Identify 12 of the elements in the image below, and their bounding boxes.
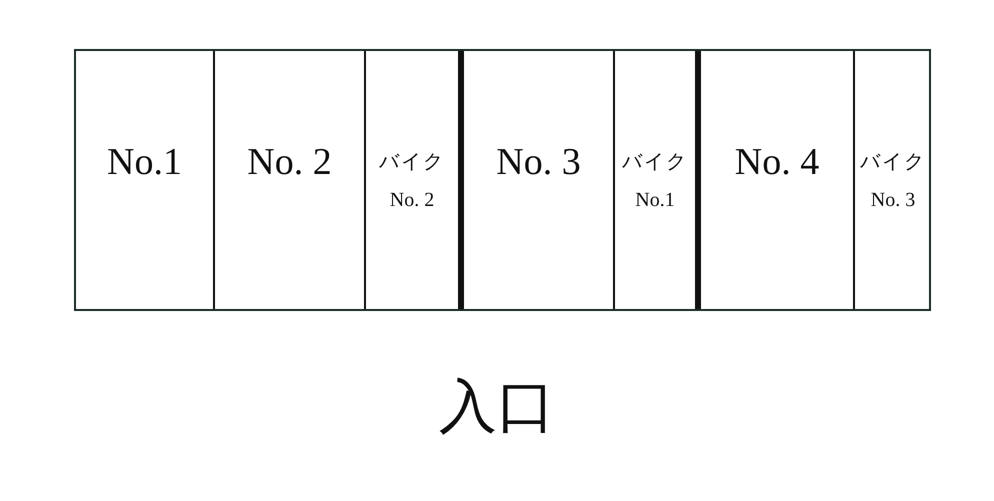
- space-label: バイク: [622, 150, 688, 175]
- space-label: No. 2: [247, 140, 332, 184]
- space-label: No. 2: [390, 189, 434, 212]
- entrance-label: 入口: [439, 374, 555, 439]
- space-label: No. 3: [870, 189, 916, 212]
- space-label: No.1: [635, 189, 675, 212]
- parking-lot-outline: [74, 49, 931, 311]
- space-label: No. 3: [496, 140, 581, 184]
- space-label: No. 4: [734, 140, 820, 184]
- space-label: No.1: [107, 140, 182, 184]
- space-label: バイク: [379, 150, 445, 175]
- space-label: バイク: [860, 150, 926, 175]
